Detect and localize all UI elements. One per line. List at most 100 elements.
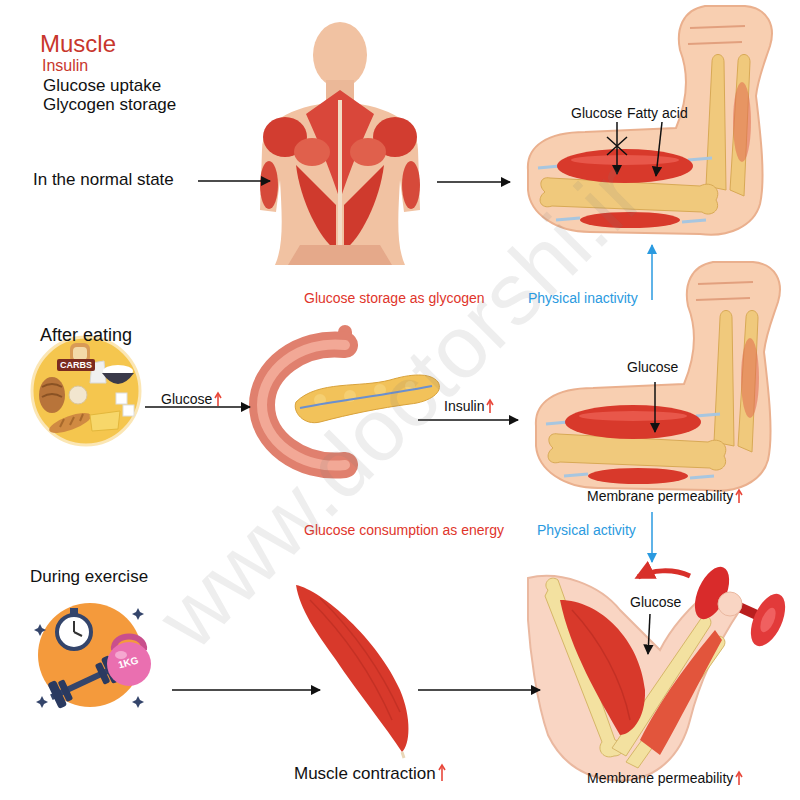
flow-connector: [651, 512, 653, 562]
increase-arrow: [438, 764, 446, 781]
increase-arrow: [735, 489, 743, 503]
flow-connector: [651, 245, 653, 300]
panel-title-text: Muscle: [40, 30, 116, 57]
edge-label-group: Physical activity: [537, 522, 636, 538]
increase-arrow: [738, 773, 740, 785]
stage-label-text: In the normal state: [33, 170, 174, 189]
process-caption-text: Glucose consumption as energy: [304, 522, 504, 538]
exercised-muscle: [296, 585, 409, 758]
process-caption: Glucose storage as glycogen: [304, 290, 485, 306]
node-text: Glucose: [627, 359, 678, 375]
flexed-arm-illustration: [744, 589, 792, 652]
increase-arrow: [214, 392, 222, 406]
back-muscles-figure: [260, 161, 278, 209]
panel-item-text: Glucose uptake: [43, 76, 161, 95]
increase-arrow: [487, 400, 493, 405]
panel-item: Glycogen storage: [43, 95, 176, 115]
process-caption: Glucose consumption as energy: [304, 522, 504, 538]
arrow-label: Glucose: [161, 391, 222, 407]
carbs-circle: [32, 337, 140, 445]
carbs-circle: [30, 335, 142, 447]
arrow-label: Insulin: [444, 398, 494, 414]
panel-item-text: Glycogen storage: [43, 95, 176, 114]
back-muscles-figure: [260, 22, 420, 265]
flow-arrows: [418, 689, 540, 691]
panel-subtitle: Insulin: [42, 57, 88, 75]
pancreas-figure: [295, 375, 439, 423]
effect-label-text: Muscle contraction: [294, 764, 436, 783]
back-muscles-figure: [288, 245, 392, 265]
edge-label: Physical activity: [537, 522, 636, 538]
increase-arrow: [218, 394, 220, 406]
increase-arrow: [736, 772, 742, 777]
arrow-label-text: Glucose: [161, 391, 212, 407]
flexed-arm-illustration: [572, 610, 630, 720]
increase-arrow: [441, 766, 443, 781]
flexed-arm-illustration: [638, 571, 690, 577]
back-muscles-figure: [296, 165, 336, 250]
increase-arrow: [215, 393, 221, 398]
edge-label-group: Physical inactivity: [528, 290, 638, 306]
node-text-group: Glucose: [627, 359, 678, 375]
arrow-label-text: Insulin: [444, 398, 484, 414]
flow-arrows: [145, 406, 250, 408]
flow-arrows: [145, 181, 540, 690]
exercised-muscle: [402, 752, 404, 758]
node-text-group: Fatty acid: [627, 105, 688, 121]
back-muscles-figure: [313, 22, 367, 88]
increase-arrow: [735, 771, 743, 785]
watermark: www.doctorshi.ir: [81, 87, 718, 724]
stage-label-text: During exercise: [30, 567, 148, 586]
node-text: Glucose: [630, 594, 681, 610]
flow-arrows: [198, 180, 270, 182]
flow-arrows: [418, 419, 518, 421]
node-text-group: CARBS: [57, 360, 95, 370]
node-text-group: Membrane permeability: [587, 770, 743, 786]
increase-arrow: [490, 401, 492, 413]
insulin-arm: [536, 262, 780, 491]
glucose-block-arrow: [654, 382, 656, 432]
carbs-circle: CARBS: [30, 335, 142, 447]
relaxed-arm: [528, 6, 772, 235]
watermark-text: www.doctorshi.ir: [138, 144, 661, 667]
increase-arrow: [738, 491, 740, 503]
flexed-arm-illustration: [528, 562, 792, 781]
pancreas-figure: [300, 386, 432, 408]
node-text-group: Membrane permeability: [587, 488, 743, 504]
node-text: Membrane permeability: [587, 770, 733, 786]
arm-illustration: GlucoseMembrane permeability: [530, 300, 775, 512]
node-text: Membrane permeability: [587, 488, 733, 504]
back-muscles-figure: [350, 138, 386, 166]
increase-arrow: [736, 490, 742, 495]
exercise-circle: [34, 603, 151, 710]
flow-arrows: [172, 689, 320, 691]
process-caption-text: Glucose storage as glycogen: [304, 290, 485, 306]
flexed-arm-illustration: [718, 592, 742, 616]
exercise-circle: 1KG: [34, 600, 146, 712]
edge-label: Physical inactivity: [528, 290, 638, 306]
back-muscles-figure: [338, 100, 342, 255]
node-text: CARBS: [57, 359, 95, 371]
glucose-block-arrow: [607, 122, 662, 432]
stage-label: During exercise: [30, 567, 148, 587]
arm-illustration: Glucose Fatty acid: [520, 10, 775, 245]
flexed-arm-illustration: [640, 630, 722, 755]
flexed-arm-illustration: GlucoseMembrane permeability: [520, 562, 780, 797]
glucose-block-arrow: [607, 137, 627, 155]
increase-arrow: [439, 765, 445, 770]
back-muscles-figure: [344, 165, 384, 250]
node-text-group: Glucose: [630, 594, 681, 610]
node-text-group: Glucose: [571, 105, 622, 121]
glucose-block-arrow: [656, 122, 662, 176]
increase-arrow: [486, 399, 494, 413]
exercised-muscle: [296, 585, 409, 752]
node-text: Glucose: [571, 105, 622, 121]
flow-arrows: [437, 181, 510, 183]
panel-subtitle-text: Insulin: [42, 57, 88, 74]
panel-item: Glucose uptake: [43, 76, 161, 96]
effect-label: Muscle contraction: [294, 764, 446, 784]
panel-title: Muscle: [40, 30, 116, 58]
stage-label: In the normal state: [33, 170, 174, 190]
